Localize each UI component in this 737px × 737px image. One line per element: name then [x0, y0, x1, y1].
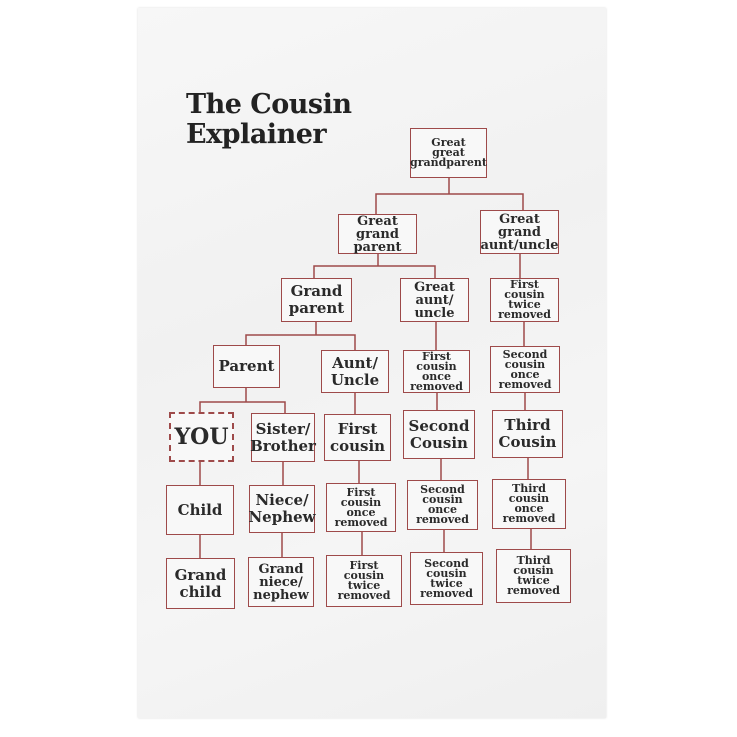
box-great-aunt-uncle: Great aunt/ uncle [400, 278, 469, 322]
box-great-great-grandparent: Great great grandparent [410, 128, 487, 178]
box-sister-brother: Sister/ Brother [250, 413, 316, 462]
box-aunt-uncle: Aunt/ Uncle [321, 350, 389, 393]
diagram-title: The Cousin Explainer [186, 89, 352, 150]
box-first-cousin-once-removed: First cousin once removed [326, 483, 396, 532]
box-third-cousin: Third Cousin [492, 410, 563, 458]
box-first-cousin: First cousin [324, 414, 391, 461]
box-child: Child [166, 485, 234, 535]
box-second-cousin-once-removed: Second cousin once removed [407, 480, 478, 530]
box-first-cousin-twice-removed: First cousin twice removed [326, 555, 402, 607]
box-first-cousin-twice-removed-upper: First cousin twice removed [490, 278, 559, 322]
box-third-cousin-twice-removed: Third cousin twice removed [496, 549, 571, 603]
box-grandparent: Grand parent [281, 278, 352, 322]
box-third-cousin-once-removed: Third cousin once removed [492, 479, 566, 529]
box-great-grandparent: Great grand parent [338, 214, 417, 254]
box-grand-niece-nephew: Grand niece/ nephew [248, 557, 314, 607]
box-great-grand-aunt-uncle: Great grand aunt/uncle [480, 210, 559, 254]
box-first-cousin-once-removed-upper: First cousin once removed [403, 350, 470, 393]
box-you: YOU [169, 412, 234, 462]
box-parent: Parent [213, 345, 280, 388]
box-second-cousin-once-removed-upper: Second cousin once removed [490, 346, 560, 393]
box-second-cousin: Second Cousin [403, 410, 475, 459]
box-second-cousin-twice-removed: Second cousin twice removed [410, 552, 483, 605]
box-grandchild: Grand child [166, 558, 235, 609]
box-niece-nephew: Niece/ Nephew [248, 485, 316, 533]
